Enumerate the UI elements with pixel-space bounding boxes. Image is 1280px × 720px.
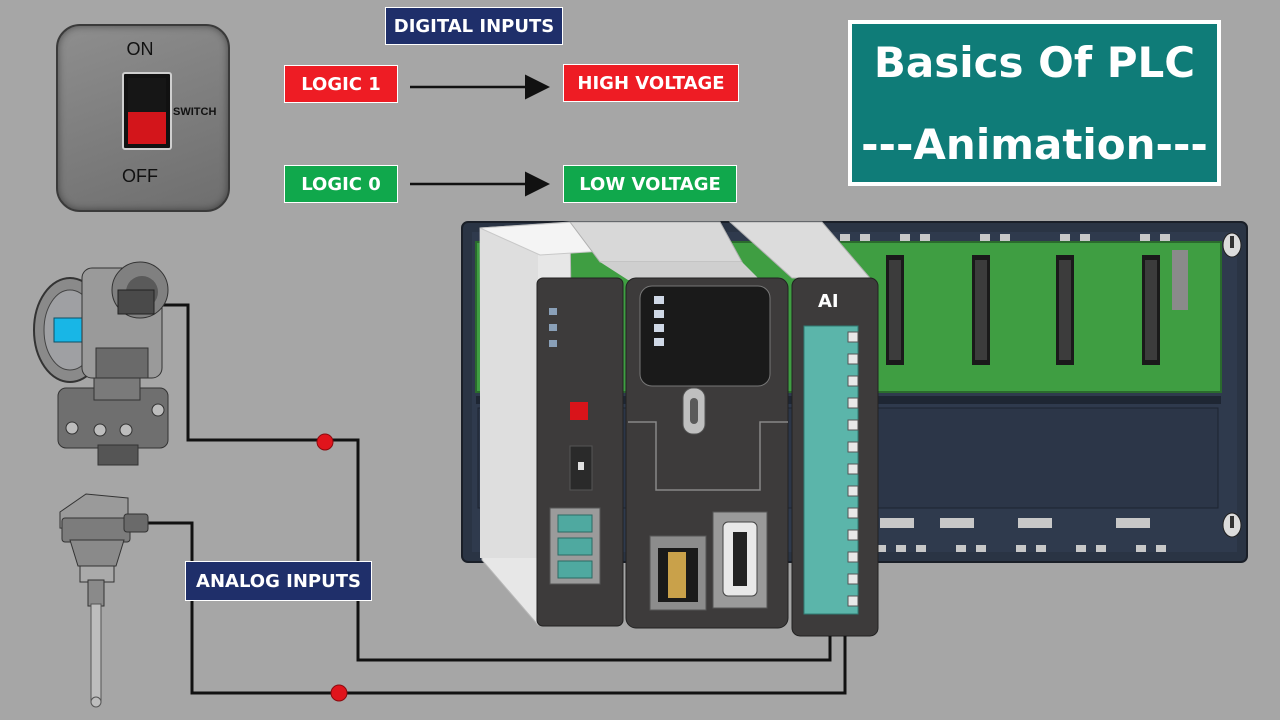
switch-frame — [122, 72, 172, 150]
logic0-label: LOGIC 0 — [284, 165, 398, 203]
title-box: Basics Of PLC ---Animation--- — [848, 20, 1221, 186]
terminal-block — [847, 331, 859, 607]
title-line2: ---Animation--- — [861, 120, 1208, 169]
title-line1: Basics Of PLC — [873, 38, 1196, 87]
switch-off-label: OFF — [122, 166, 158, 186]
ai-module-label: AI — [818, 291, 839, 312]
analog-wiring — [146, 303, 847, 695]
low-voltage-label: LOW VOLTAGE — [563, 165, 737, 203]
cpu-module — [600, 262, 789, 629]
signal-dot-upper — [316, 433, 334, 451]
logic1-label: LOGIC 1 — [284, 65, 398, 103]
rocker-switch[interactable]: ON SWITCH OFF — [56, 24, 230, 212]
analog-input-module — [728, 221, 879, 637]
switch-rocker-top — [128, 78, 166, 112]
pressure-transmitter-icon — [33, 261, 169, 466]
switch-on-label: ON — [126, 39, 154, 59]
temperature-sensor-icon — [59, 493, 149, 708]
analog-inputs-heading: ANALOG INPUTS — [185, 561, 372, 601]
high-voltage-label: HIGH VOLTAGE — [563, 64, 739, 102]
comm-module — [536, 221, 743, 627]
switch-label: SWITCH — [173, 106, 217, 118]
signal-dot-lower — [330, 684, 348, 702]
status-led — [570, 402, 588, 420]
digital-inputs-heading: DIGITAL INPUTS — [385, 7, 563, 45]
switch-rocker-bottom — [128, 112, 166, 144]
